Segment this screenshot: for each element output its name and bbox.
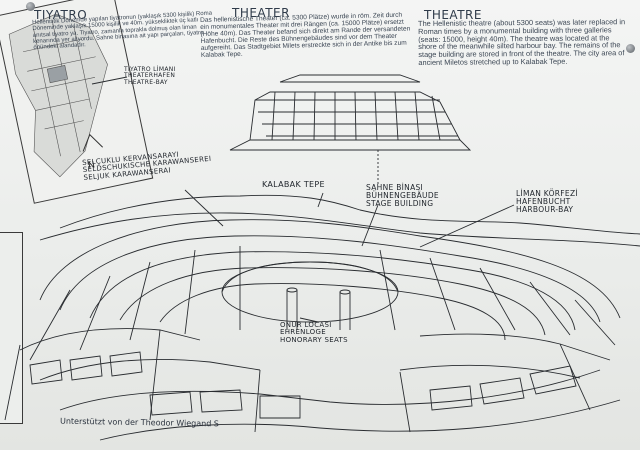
north-arrow-label: N [87, 160, 96, 171]
heading-english: THEATRE [424, 8, 482, 22]
label-honorary-en: HONORARY SEATS [280, 335, 348, 344]
label-honorary-de: EHRENLOGE [280, 328, 326, 337]
label-harbour-bay: LİMAN KÖRFEZİ HAFENBUCHT HARBOUR-BAY [516, 190, 578, 214]
label-kalabak-tepe: KALABAK TEPE [262, 180, 325, 189]
label-honorary-tr: ONUR LOCASI [280, 321, 332, 329]
stage-facade-sketch [229, 74, 472, 151]
label-harbour-en: HARBOUR-BAY [516, 204, 574, 214]
label-theatre-bay-tr: TIYATRO LİMANI [124, 66, 176, 73]
label-stage-tr: SAHNE BİNASI [366, 183, 424, 192]
label-stage-de: BÜHNENGEBÄUDE [366, 190, 439, 200]
label-theatre-bay-de: THEATERHAFEN [124, 72, 176, 80]
label-harbour-tr: LİMAN KÖRFEZİ [516, 189, 578, 198]
site-map-drawing: N [8, 13, 108, 178]
screw-icon [626, 44, 635, 53]
label-theatre-bay-en: THEATRE-BAY [124, 78, 168, 86]
label-harbour-de: HAFENBUCHT [516, 196, 571, 206]
site-map-panel: N [0, 0, 154, 204]
label-stage-building: SAHNE BİNASI BÜHNENGEBÄUDE STAGE BUILDIN… [366, 184, 439, 208]
label-honorary-seats: ONUR LOCASI EHRENLOGE HONORARY SEATS [280, 321, 348, 344]
label-theatre-bay: TIYATRO LİMANI THEATERHAFEN THEATRE-BAY [124, 66, 176, 86]
label-stage-en: STAGE BUILDING [366, 198, 434, 208]
left-panel-frame [0, 232, 23, 424]
screw-icon [26, 2, 35, 11]
heading-german: THEATER [232, 6, 290, 20]
heading-turkish: TIYATRO [34, 8, 88, 22]
